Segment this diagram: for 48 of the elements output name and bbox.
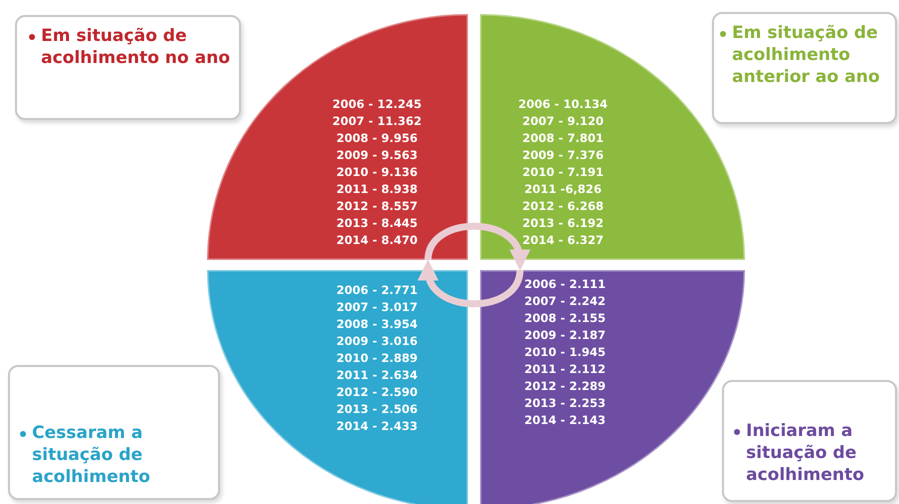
value-text: 2008 - 9.956	[336, 130, 418, 147]
value-text: 2011 - 8.938	[336, 181, 418, 198]
curved-arrow	[424, 222, 529, 270]
label-card	[15, 15, 241, 120]
label-card	[712, 12, 897, 124]
curved-arrow	[419, 260, 524, 308]
value-text: 2007 - 9.120	[522, 113, 604, 130]
value-text: 2006 - 10.134	[518, 96, 608, 113]
value-text: 2007 - 3.017	[336, 299, 418, 316]
value-text: 2006 - 12.245	[332, 96, 422, 113]
quarter-circle-sector	[207, 270, 468, 504]
heading-text: Iniciaram a situação de acolhimento	[746, 420, 866, 486]
label-card	[722, 380, 897, 502]
value-text: 2006 - 2.771	[336, 282, 418, 299]
value-text: 2009 - 7.376	[522, 147, 604, 164]
value-text: 2007 - 2.242	[524, 293, 606, 310]
heading-text: Em situação de acolhimento anterior ao ano	[732, 22, 881, 88]
value-text: 2008 - 3.954	[336, 316, 418, 333]
value-text: 2010 - 7.191	[522, 164, 604, 181]
value-text: 2012 - 6.268	[522, 198, 604, 215]
value-text: 2014 - 6.327	[522, 232, 604, 249]
value-text: 2009 - 3.016	[336, 333, 418, 350]
value-text: 2012 - 8.557	[336, 198, 418, 215]
value-text: 2010 - 1.945	[524, 344, 606, 361]
quarter-circle-sector	[480, 270, 745, 504]
heading-text: Em situação de acolhimento no ano	[41, 25, 231, 69]
value-text: 2013 - 2.253	[524, 395, 606, 412]
value-text: 2010 - 9.136	[336, 164, 418, 181]
value-text: 2014 - 2.143	[524, 412, 606, 429]
value-text: 2012 - 2.289	[524, 378, 606, 395]
heading-text: Cessaram a situação de acolhimento	[32, 422, 152, 488]
value-text: 2013 - 8.445	[336, 215, 418, 232]
value-text: 2010 - 2.889	[336, 350, 418, 367]
value-text: 2008 - 2.155	[524, 310, 606, 327]
value-text: 2009 - 9.563	[336, 147, 418, 164]
value-text: 2007 - 11.362	[332, 113, 422, 130]
value-text: 2013 - 2.506	[336, 401, 418, 418]
value-text: 2012 - 2.590	[336, 384, 418, 401]
label-card	[8, 365, 220, 500]
value-text: 2011 - 2.112	[524, 361, 606, 378]
value-text: 2014 - 8.470	[336, 232, 418, 249]
value-text: 2014 - 2.433	[336, 418, 418, 435]
value-text: 2013 - 6.192	[522, 215, 604, 232]
value-text: 2008 - 7.801	[522, 130, 604, 147]
value-text: 2009 - 2.187	[524, 327, 606, 344]
value-text: 2006 - 2.111	[524, 276, 606, 293]
value-text: 2011 - 2.634	[336, 367, 418, 384]
value-text: 2011 -6,826	[524, 181, 602, 198]
